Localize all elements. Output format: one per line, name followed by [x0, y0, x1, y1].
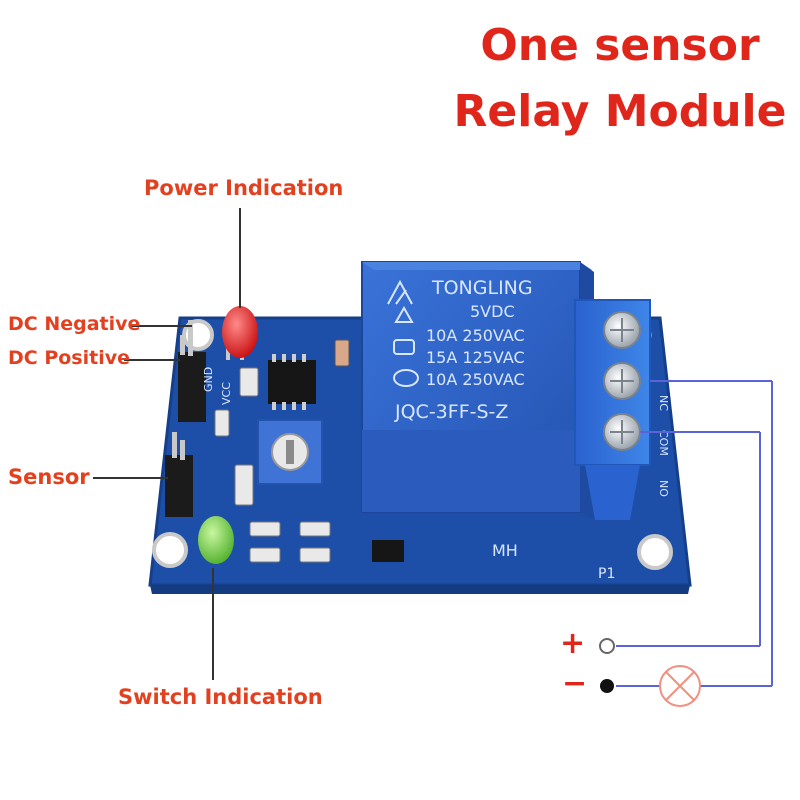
pcb-edge [150, 585, 690, 594]
negative-terminal-icon [600, 679, 614, 693]
sensor-label: Sensor [8, 465, 90, 489]
relay-body [361, 261, 594, 520]
switch-indication-label: Switch Indication [118, 685, 323, 709]
relay-logo-icon [387, 279, 419, 387]
lamp-icon [659, 665, 701, 707]
minus-sign: − [562, 666, 588, 701]
silk-mh: MH [492, 541, 518, 560]
relay-printed-text: TONGLING 5VDC 10A 250VAC 15A 125VAC 10A … [394, 277, 533, 423]
transistor [372, 540, 404, 562]
positive-terminal-icon [599, 638, 615, 654]
dc-negative-label: DC Negative [8, 313, 141, 335]
diagram-title-line2: Relay Module [453, 86, 787, 137]
relay-voltage: 5VDC [470, 302, 515, 321]
dc-positive-label: DC Positive [8, 347, 130, 369]
power-indication-label: Power Indication [144, 176, 344, 200]
pin-gnd-label: GND [202, 367, 215, 392]
callout-lines [93, 208, 241, 680]
diagram-title-line1: One sensor [480, 20, 760, 71]
external-wiring [616, 380, 773, 687]
pcb-silkscreen: GND VCC NC COM NO MH P1 [202, 367, 670, 582]
pin-com-label: COM [657, 430, 670, 456]
relay-rating3: 10A 250VAC [426, 370, 525, 389]
silk-p1: P1 [598, 566, 615, 582]
sensor-header-pins [165, 432, 193, 517]
ic-chip [268, 354, 316, 410]
power-led [222, 306, 258, 360]
switch-led [198, 516, 234, 564]
power-header-pins [178, 320, 206, 422]
screw-icon [603, 311, 641, 451]
plus-sign: + [560, 626, 586, 661]
pin-no-label: NO [657, 480, 670, 497]
relay-rating2: 15A 125VAC [426, 348, 525, 367]
pin-nc-label: NC [657, 395, 670, 411]
relay-rating1: 10A 250VAC [426, 326, 525, 345]
relay-brand: TONGLING [431, 277, 533, 299]
pin-vcc-label: VCC [220, 382, 233, 405]
relay-model: JQC-3FF-S-Z [394, 401, 508, 423]
potentiometer [257, 419, 323, 485]
diode [334, 339, 350, 367]
